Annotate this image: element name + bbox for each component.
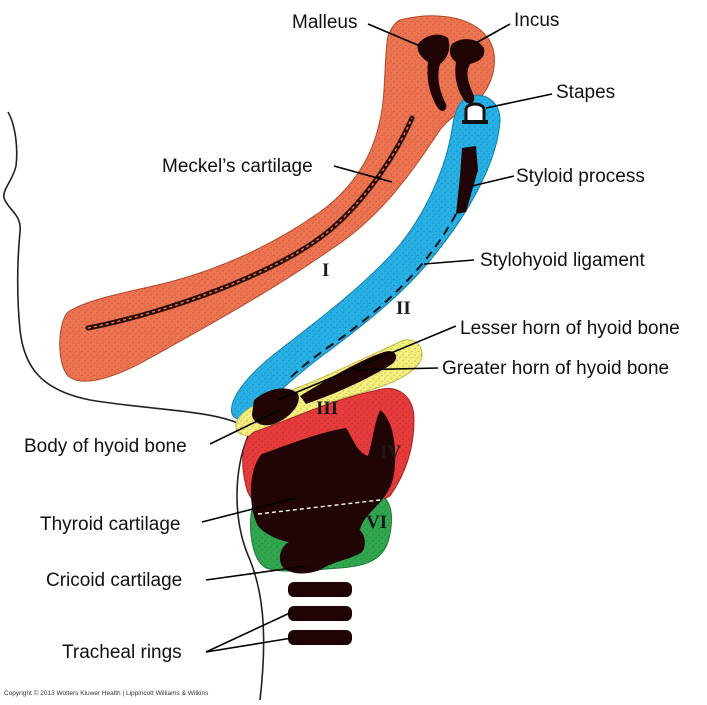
meckels-cartilage-rod (85, 115, 415, 331)
face-profile-outline (3, 111, 241, 425)
cricoid-cartilage-shape (279, 528, 365, 574)
styloid-process-shape (456, 146, 478, 214)
label-cricoid-cartilage: Cricoid cartilage (46, 570, 182, 591)
leader-hyoid-body (209, 409, 281, 445)
greater-horn-shape (300, 351, 397, 404)
leader-lesser-horn (277, 325, 457, 401)
leader-cricoid (205, 565, 307, 581)
arch-numeral-first: I (322, 260, 329, 281)
tracheal-ring (288, 606, 352, 621)
leader-greater-horn (349, 367, 439, 371)
label-stapes: Stapes (556, 82, 615, 103)
incus-shape (449, 39, 485, 104)
arch-numeral-sixth: VI (366, 512, 387, 533)
hyoid-body-shape (252, 388, 299, 426)
label-lesser-horn: Lesser horn of hyoid bone (460, 318, 680, 339)
third-arch-region (235, 339, 423, 437)
neck-outline (236, 435, 265, 701)
leader-trachea-2 (205, 637, 293, 653)
arch-numeral-third: III (316, 398, 338, 419)
tracheal-ring (288, 630, 352, 645)
leader-meckels (333, 165, 393, 183)
tracheal-ring (288, 582, 352, 597)
leader-trachea-1 (205, 611, 293, 653)
leader-stapes (485, 93, 553, 109)
leader-incus (473, 23, 511, 45)
tracheal-rings (288, 582, 352, 645)
label-body-hyoid: Body of hyoid bone (24, 436, 187, 457)
arch-numeral-fourth: IV (380, 442, 401, 463)
leader-thyroid (201, 497, 297, 523)
leader-malleus (367, 23, 421, 47)
stapes-shape (464, 102, 486, 124)
copyright-notice: Copyright © 2013 Wolters Kluwer Health |… (4, 689, 209, 697)
label-greater-horn: Greater horn of hyoid bone (442, 358, 669, 379)
label-meckels-cartilage: Meckel’s cartilage (162, 156, 313, 177)
label-styloid-process: Styloid process (516, 166, 645, 187)
malleus-shape (417, 34, 450, 111)
thyroid-cartilage-shape (250, 410, 396, 547)
label-malleus: Malleus (292, 12, 357, 33)
leader-lines (201, 23, 553, 653)
label-tracheal-rings: Tracheal rings (62, 642, 182, 663)
stylohyoid-ligament-line (287, 213, 457, 381)
label-thyroid-cartilage: Thyroid cartilage (40, 514, 180, 535)
arch-numeral-second: II (396, 298, 411, 319)
first-arch-region (59, 15, 495, 382)
label-stylohyoid-ligament: Stylohyoid ligament (480, 250, 645, 271)
leader-stylohyoid (423, 259, 475, 265)
leader-styloid (471, 175, 515, 187)
label-incus: Incus (514, 10, 559, 31)
